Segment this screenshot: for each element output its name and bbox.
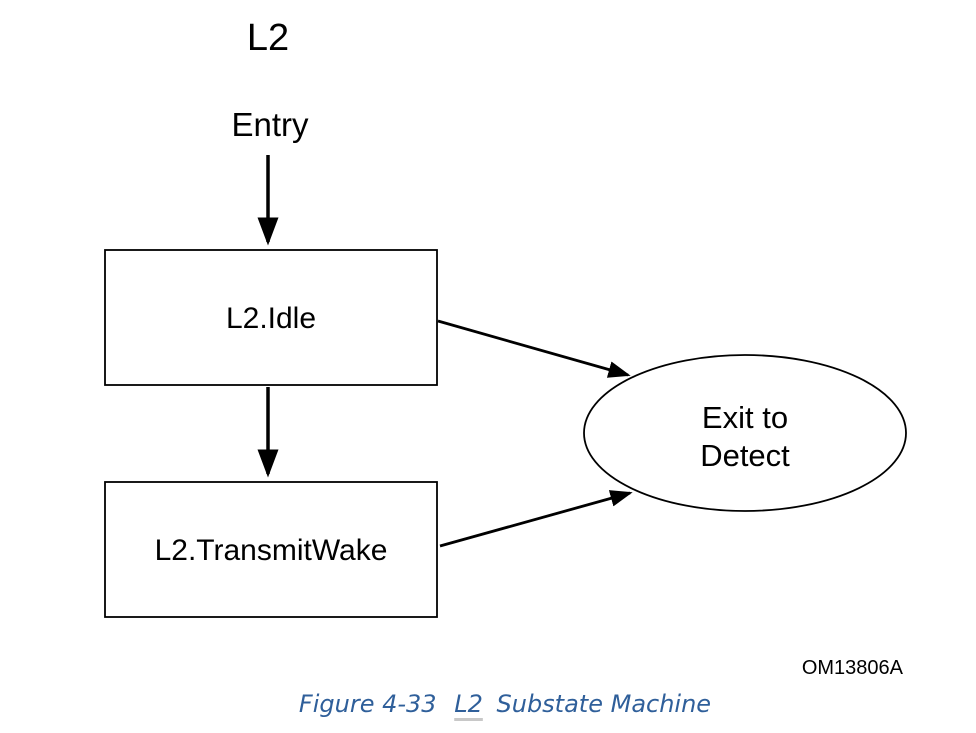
exit-label-line2: Detect (700, 438, 790, 473)
idle-to-exit-arrow (437, 319, 631, 378)
state-label-l2-transmitwake: L2.TransmitWake (155, 534, 388, 567)
state-box-l2-idle (104, 249, 438, 386)
transmitwake-to-exit-arrow (439, 490, 633, 548)
caption-link-l2[interactable]: L2 (454, 690, 483, 718)
state-label-l2-idle: L2.Idle (226, 302, 316, 335)
diagram-title: L2 (247, 17, 289, 59)
exit-to-detect-ellipse (583, 354, 907, 512)
caption-text: Substate Machine (496, 690, 712, 718)
figure-number: Figure 4-33 (298, 690, 437, 718)
entry-label: Entry (231, 106, 309, 143)
state-box-l2-transmitwake (104, 481, 438, 618)
figure-caption: Figure 4-33 L2 Substate Machine (0, 690, 976, 718)
exit-label-line1: Exit to (702, 400, 788, 435)
figure-id: OM13806A (802, 657, 904, 679)
